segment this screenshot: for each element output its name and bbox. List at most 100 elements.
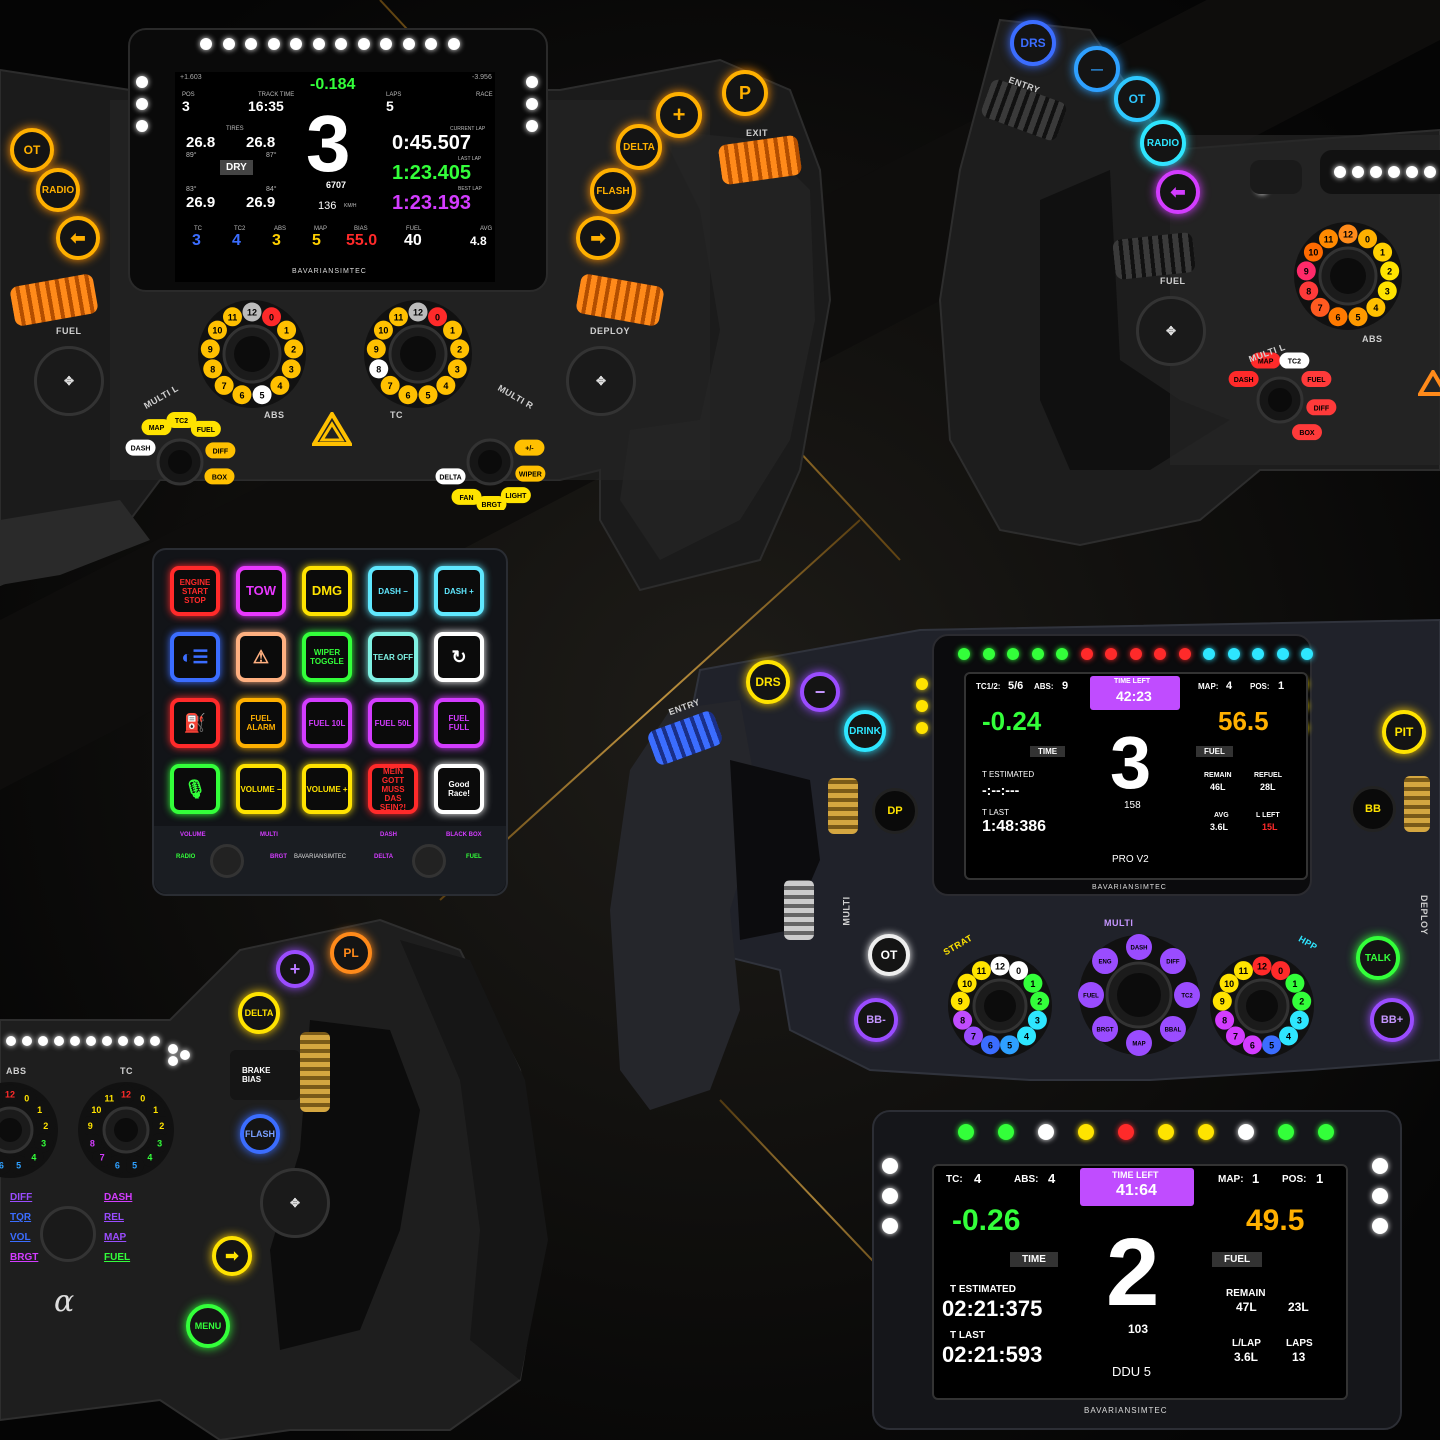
fuel-50l-button[interactable]: FUEL 50L: [368, 698, 418, 748]
drink-button[interactable]: DRINK: [844, 710, 886, 752]
bb-plus-button[interactable]: BB+: [1370, 998, 1414, 1042]
dial-number: 4: [1286, 1031, 1291, 1041]
pl-button[interactable]: PL: [330, 932, 372, 974]
volume-button[interactable]: VOLUME +: [302, 764, 352, 814]
fuel-10l-button[interactable]: FUEL 10L: [302, 698, 352, 748]
left-encoder[interactable]: [210, 844, 244, 878]
talk-button[interactable]: TALK: [1356, 936, 1400, 980]
fuel-full-button[interactable]: FUEL FULL: [434, 698, 484, 748]
dial-position-marker: [281, 359, 301, 379]
dp-button[interactable]: DP: [872, 788, 918, 834]
svg-text:DIFF: DIFF: [1314, 405, 1330, 412]
dial-number: 6: [1250, 1040, 1255, 1050]
brand-triangle-icon: [312, 412, 352, 446]
menu-button[interactable]: MENU: [186, 1304, 230, 1348]
current-lap: 0:45.507: [392, 132, 471, 154]
fuel-label: FUEL: [1196, 746, 1233, 757]
pos-value: 3: [182, 98, 190, 114]
brake-bias-block: [230, 1050, 300, 1100]
tires-label: TIRES: [226, 126, 244, 132]
radio-button[interactable]: RADIO: [36, 168, 80, 212]
flash-button[interactable]: FLASH: [240, 1114, 280, 1154]
minus-button[interactable]: −: [800, 672, 840, 712]
dpad[interactable]: ✥: [260, 1168, 330, 1238]
wiper-toggle-button[interactable]: WIPER TOGGLE: [302, 632, 352, 682]
bb-label: BB: [1365, 803, 1381, 815]
dash-button[interactable]: DASH −: [368, 566, 418, 616]
mein-gott-muss-das-sein-button[interactable]: MEIN GOTT MUSS DAS SEIN?!: [368, 764, 418, 814]
drs-button[interactable]: DRS: [1010, 20, 1056, 66]
flash-button[interactable]: FLASH: [590, 168, 636, 214]
fuel-roller[interactable]: [1112, 231, 1196, 281]
tow-button[interactable]: TOW: [236, 566, 286, 616]
dash-button[interactable]: DASH +: [434, 566, 484, 616]
pit-button[interactable]: PIT: [1382, 710, 1426, 754]
right-encoder[interactable]: [412, 844, 446, 878]
brand-logo: BAVARIANSIMTEC: [292, 268, 367, 275]
forward-arrow-button[interactable]: ➡: [576, 216, 620, 260]
no-fuel-icon: ⛽: [183, 713, 207, 733]
volume-button[interactable]: VOLUME −: [236, 764, 286, 814]
minus-button[interactable]: —: [1074, 46, 1120, 92]
back-arrow-button[interactable]: ⬅: [1156, 170, 1200, 214]
dial-number: 2: [43, 1121, 48, 1131]
radio-button[interactable]: RADIO: [1140, 120, 1186, 166]
pit-button[interactable]: P: [722, 70, 768, 116]
ot-button[interactable]: OT: [1114, 76, 1160, 122]
shift-light: [118, 1036, 128, 1046]
shift-light: [168, 1056, 178, 1066]
multi-position-label: DIFF: [1166, 960, 1180, 966]
button-label: FUEL 50L: [374, 718, 412, 728]
microphone-button[interactable]: 🎙: [170, 764, 220, 814]
no-fuel-button[interactable]: ⛽: [170, 698, 220, 748]
temp-rl: 83°: [186, 186, 197, 193]
engine-start-stop-button[interactable]: ENGINE START STOP: [170, 566, 220, 616]
delta-button[interactable]: DELTA: [238, 992, 280, 1034]
back-arrow-button[interactable]: ⬅: [56, 216, 100, 260]
fuel-alarm-button[interactable]: FUEL ALARM: [236, 698, 286, 748]
multi-side-roller[interactable]: [784, 880, 814, 940]
brake-bias-roller[interactable]: [300, 1032, 330, 1112]
bb-button[interactable]: BB: [1350, 786, 1396, 832]
shift-light: [245, 38, 257, 50]
right-dpad[interactable]: ✥: [566, 346, 636, 416]
dial-position-marker: [277, 320, 297, 340]
dp-roller[interactable]: [828, 778, 858, 834]
dial-number: 12: [247, 308, 257, 318]
plus-button[interactable]: +: [276, 950, 314, 988]
delta-button[interactable]: DELTA: [616, 124, 662, 170]
dial-number: 10: [1224, 979, 1234, 989]
dpad[interactable]: ✥: [1136, 296, 1206, 366]
reset-button[interactable]: ↻: [434, 632, 484, 682]
ot-button[interactable]: OT: [868, 934, 910, 976]
shift-light: [1080, 648, 1093, 660]
dmg-button[interactable]: DMG: [302, 566, 352, 616]
left-dpad[interactable]: ✥: [34, 346, 104, 416]
plus-button[interactable]: +: [656, 92, 702, 138]
hazard-button[interactable]: ⚠: [236, 632, 286, 682]
multi-label: MULTI: [1104, 918, 1134, 928]
center-encoder[interactable]: [40, 1206, 96, 1262]
drs-button[interactable]: DRS: [746, 660, 790, 704]
multi-position-marker: [1159, 1015, 1186, 1042]
tear-off-button[interactable]: TEAR OFF: [368, 632, 418, 682]
shift-light: [1318, 1124, 1334, 1140]
bb-minus-button[interactable]: BB-: [854, 998, 898, 1042]
right-gold-roller[interactable]: [1404, 776, 1430, 832]
ot-button[interactable]: OT: [10, 128, 54, 172]
forward-arrow-button[interactable]: ➡: [212, 1236, 252, 1276]
good-race-button[interactable]: Good Race!: [434, 764, 484, 814]
pos-label: POS: [182, 92, 195, 98]
headlight-button[interactable]: ◐☰: [170, 632, 220, 682]
